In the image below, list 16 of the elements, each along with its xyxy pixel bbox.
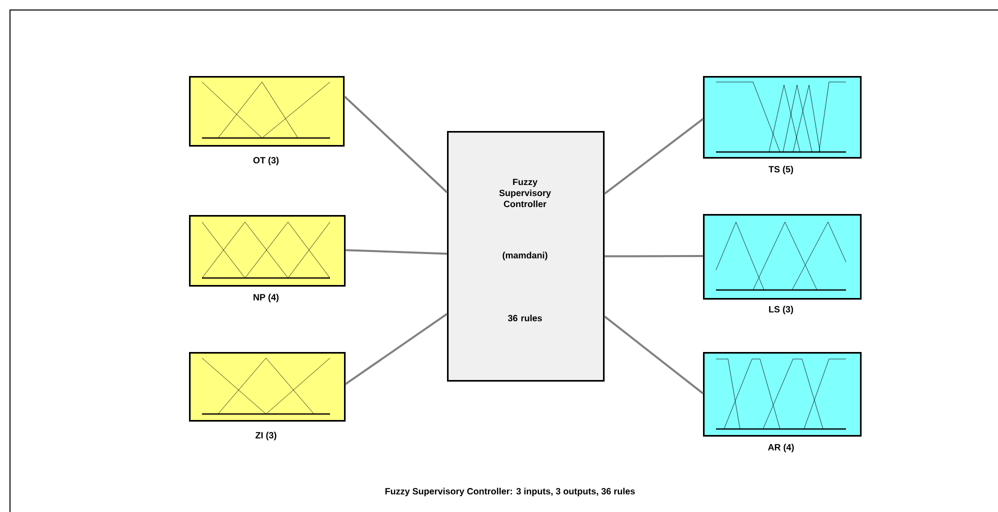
caption: Fuzzy Supervisory Controller: 3 inputs, 3 outputs, 36 rules <box>385 488 635 496</box>
connector-line <box>345 313 448 385</box>
rule-count: 36 rules <box>508 314 542 322</box>
variable-label: NP (4) <box>254 294 279 302</box>
connector-line <box>604 118 704 194</box>
connector-line <box>346 249 448 255</box>
connector-line <box>604 254 704 258</box>
variable-label: TS (5) <box>768 166 794 174</box>
inference-type: (mamdani) <box>502 252 548 260</box>
controller-title: Fuzzy Supervisory Controller <box>499 178 551 208</box>
variable-label: ZI (3) <box>256 432 276 440</box>
variable-label: AR (4) <box>768 444 794 452</box>
variable-label: LS (3) <box>769 306 794 314</box>
connector-line <box>344 96 448 194</box>
connector-line <box>604 316 704 394</box>
variable-label: OT (3) <box>253 156 279 166</box>
